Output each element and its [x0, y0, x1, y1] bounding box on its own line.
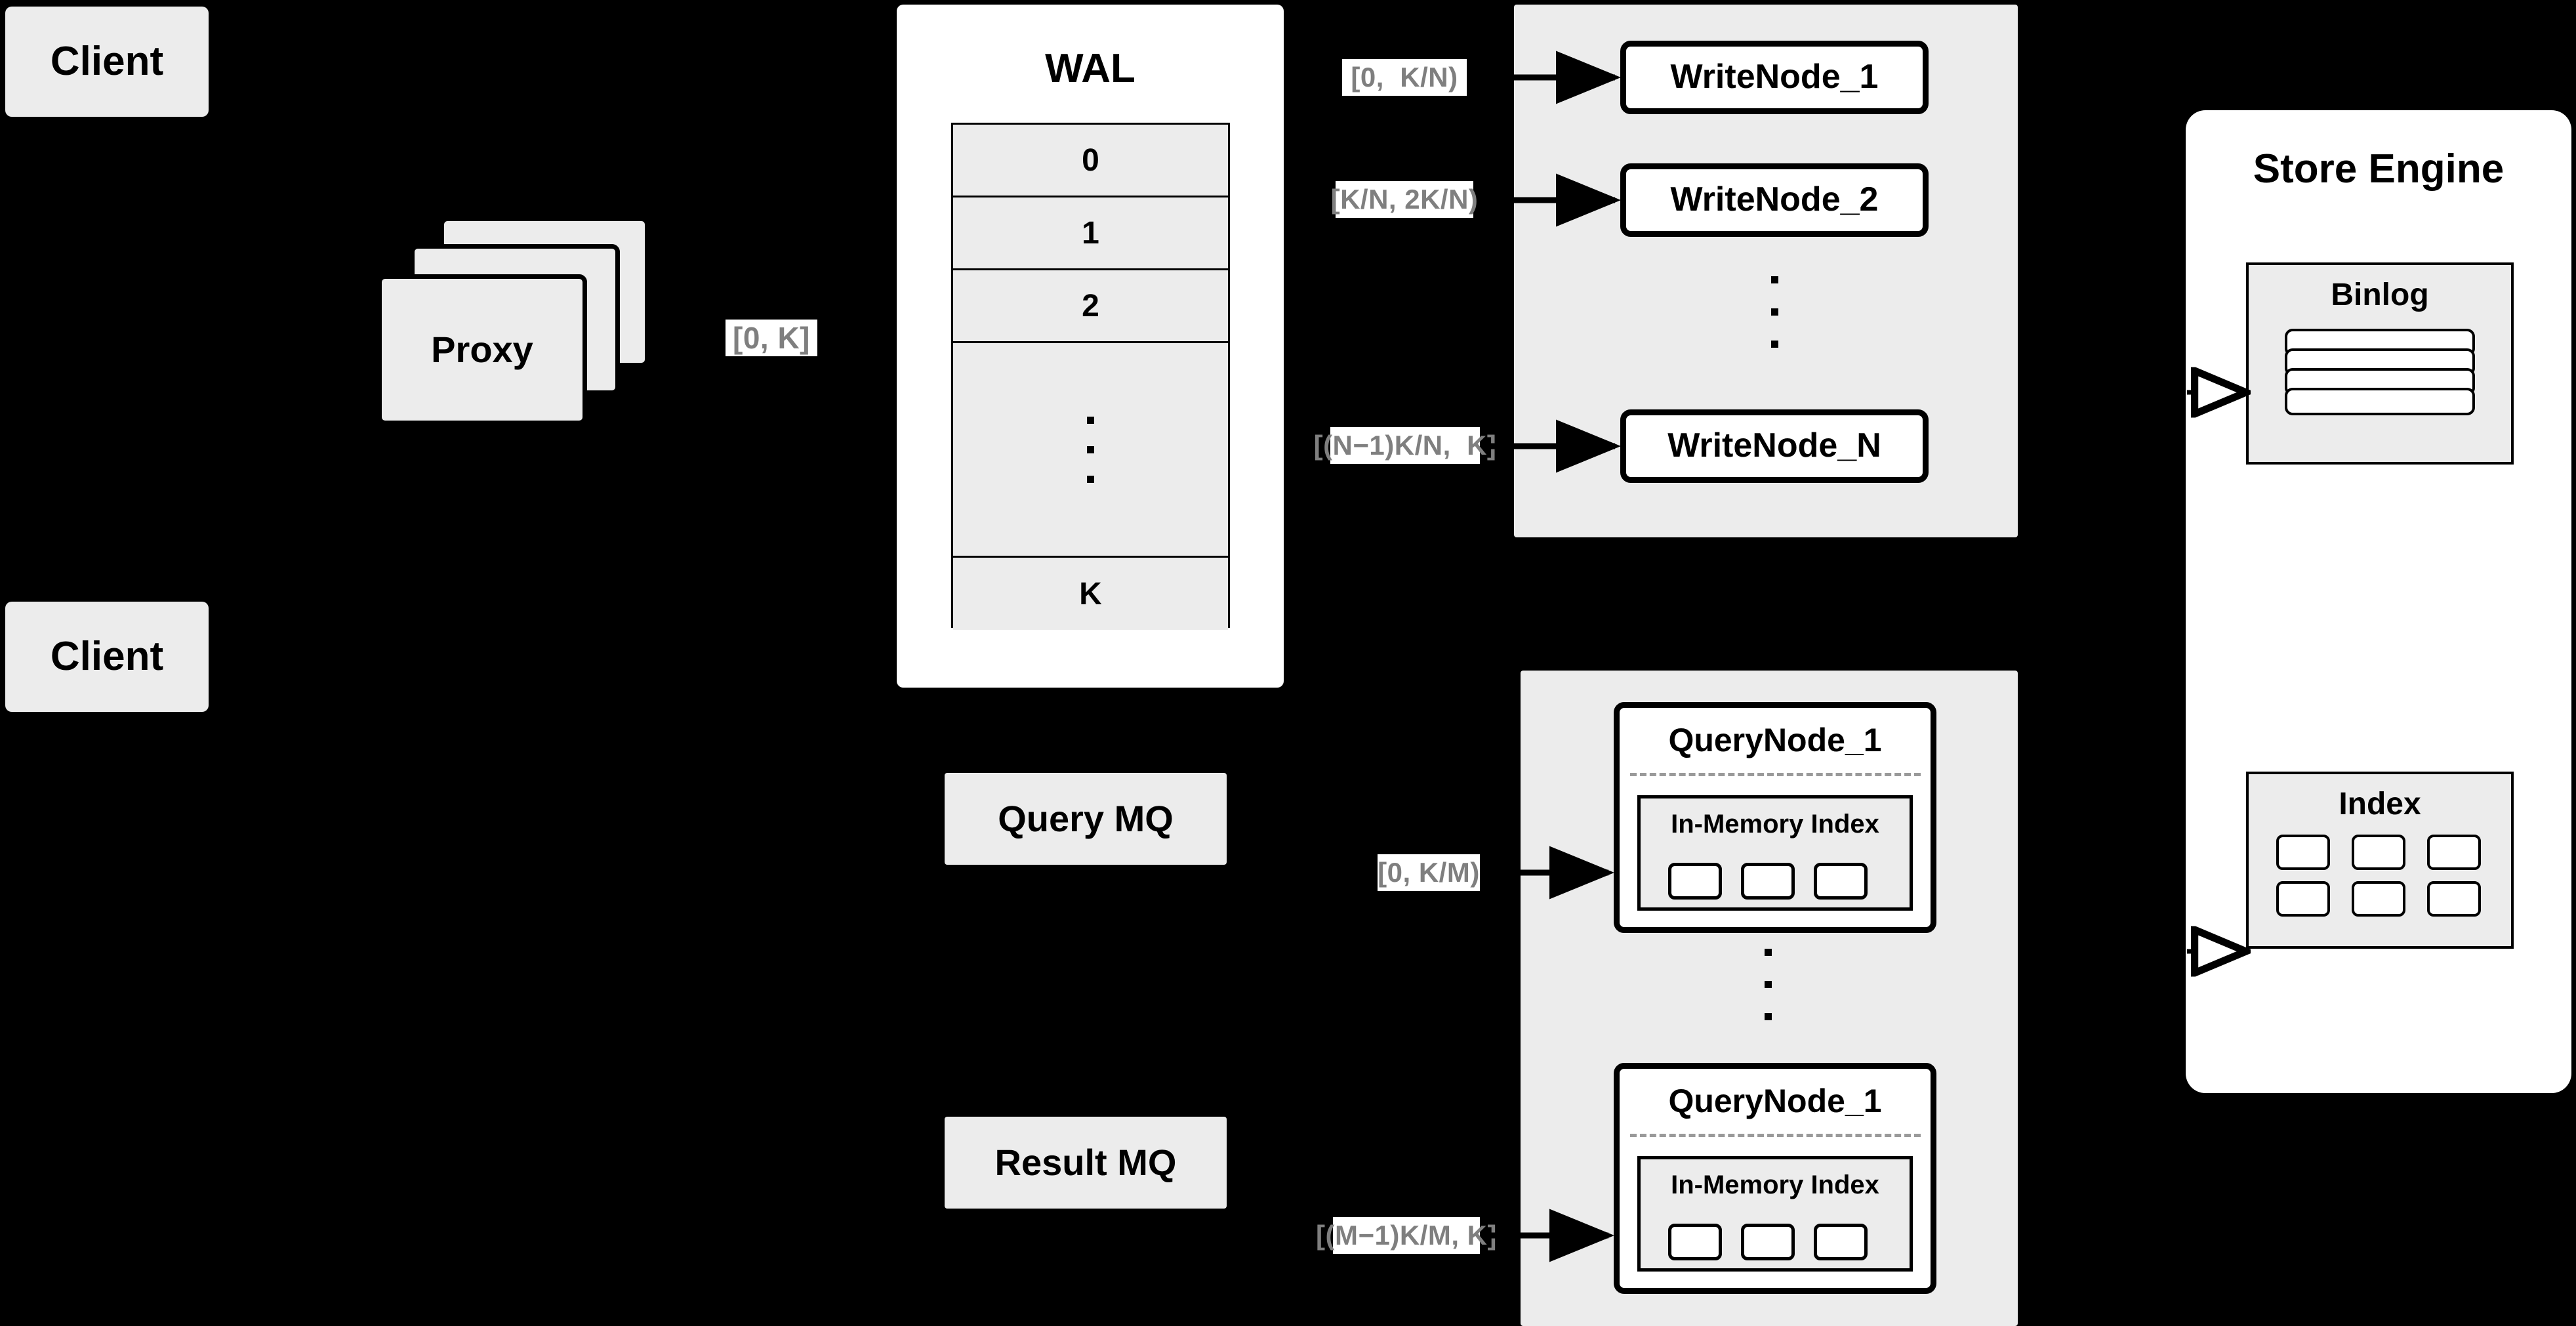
in-memory-index-label-2: In-Memory Index [1671, 1171, 1879, 1199]
edge-label-proxy-to-wal: [0, K] [726, 320, 817, 356]
wal-container: WAL 0 1 2 K [897, 5, 1284, 688]
write-node-1-label: WriteNode_1 [1670, 58, 1879, 96]
store-engine-box: Store Engine Binlog Index [2186, 110, 2571, 1093]
index-cell[interactable] [2276, 835, 2330, 870]
wal-title: WAL [1045, 46, 1135, 91]
query-node-2-label: QueryNode_1 [1668, 1083, 1882, 1119]
edge-label-write-node-1: [0, K/N) [1342, 59, 1467, 96]
query-node-1-label: QueryNode_1 [1668, 722, 1882, 758]
index-cell[interactable] [2427, 881, 2481, 917]
write-node-2[interactable]: WriteNode_2 [1620, 163, 1929, 237]
wal-row[interactable]: 2 [953, 270, 1228, 343]
wal-row[interactable]: 1 [953, 197, 1228, 270]
result-mq-label: Result MQ [994, 1142, 1177, 1184]
query-node-1-separator [1630, 773, 1921, 776]
in-memory-index-cell[interactable] [1814, 863, 1868, 900]
write-node-ellipsis [1751, 272, 1797, 351]
result-mq-box[interactable]: Result MQ [945, 1117, 1227, 1209]
binlog-box: Binlog [2246, 262, 2514, 465]
in-memory-index-cell[interactable] [1668, 863, 1722, 900]
in-memory-index-cell[interactable] [1741, 1224, 1795, 1260]
proxy-card-front[interactable]: Proxy [377, 274, 587, 425]
query-node-ellipsis [1745, 945, 1791, 1024]
proxy-label: Proxy [431, 329, 533, 371]
index-box: Index [2246, 772, 2514, 949]
query-mq-label: Query MQ [998, 798, 1174, 840]
wal-row[interactable]: K [953, 558, 1228, 630]
edge-label-write-node-2: [K/N, 2K/N) [1331, 181, 1478, 218]
in-memory-index-label-1: In-Memory Index [1671, 810, 1879, 839]
write-node-1[interactable]: WriteNode_1 [1620, 41, 1929, 114]
write-node-n[interactable]: WriteNode_N [1620, 409, 1929, 483]
in-memory-index-cell[interactable] [1814, 1224, 1868, 1260]
edge-label-query-node-1: [0, K/M) [1378, 854, 1480, 891]
in-memory-index-cell[interactable] [1741, 863, 1795, 900]
in-memory-index-box-2: In-Memory Index [1637, 1156, 1913, 1272]
query-node-1[interactable]: QueryNode_1 In-Memory Index [1614, 702, 1936, 933]
client-label-1: Client [50, 38, 164, 84]
query-node-2-separator [1630, 1134, 1921, 1137]
wal-table: 0 1 2 K [951, 123, 1230, 630]
client-label-2: Client [50, 633, 164, 679]
query-mq-box[interactable]: Query MQ [945, 773, 1227, 865]
binlog-title: Binlog [2331, 278, 2429, 312]
index-title: Index [2339, 787, 2421, 821]
in-memory-index-box-1: In-Memory Index [1637, 795, 1913, 911]
write-node-2-label: WriteNode_2 [1670, 180, 1879, 219]
query-node-2[interactable]: QueryNode_1 In-Memory Index [1614, 1063, 1936, 1294]
edge-label-write-node-n: [(N−1)K/N, K] [1314, 427, 1496, 464]
wal-row[interactable]: 0 [953, 125, 1228, 197]
binlog-row[interactable] [2285, 388, 2475, 415]
proxy-stack[interactable]: Proxy [377, 217, 672, 433]
index-cell[interactable] [2276, 881, 2330, 917]
client-box-2[interactable]: Client [5, 602, 209, 712]
write-node-n-label: WriteNode_N [1667, 426, 1881, 465]
index-cell[interactable] [2352, 835, 2405, 870]
index-cell[interactable] [2352, 881, 2405, 917]
store-engine-title: Store Engine [2253, 146, 2504, 192]
in-memory-index-cell[interactable] [1668, 1224, 1722, 1260]
index-cell[interactable] [2427, 835, 2481, 870]
client-box-1[interactable]: Client [5, 7, 209, 117]
edge-label-query-node-m: [(M−1)K/M, K] [1316, 1217, 1497, 1254]
wal-row-ellipsis [953, 343, 1228, 558]
